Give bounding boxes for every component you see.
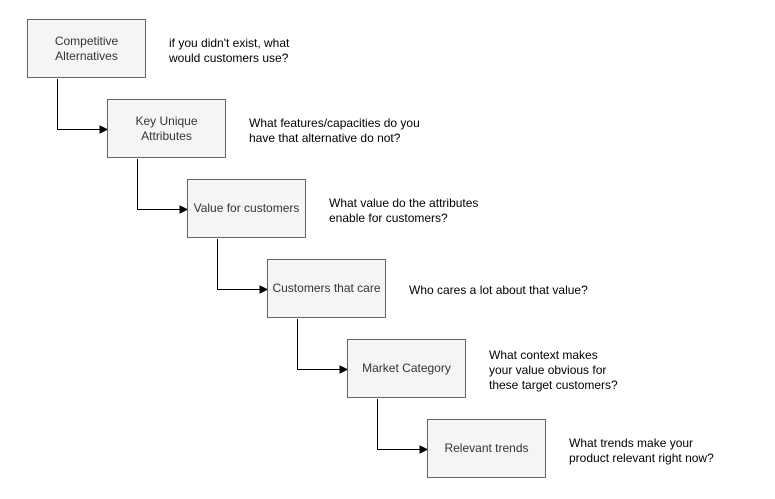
step-label: Key Unique Attributes — [135, 113, 198, 143]
step-question-key-unique-attributes: What features/capacities do you have tha… — [249, 116, 420, 145]
step-label: Relevant trends — [444, 441, 529, 455]
arrowhead-2-to-3 — [179, 205, 189, 214]
step-box-key-unique-attributes[interactable]: Key Unique Attributes — [107, 99, 226, 158]
step-question-competitive-alternatives: if you didn't exist, what would customer… — [169, 36, 290, 65]
step-question-value-for-customers: What value do the attributes enable for … — [329, 196, 479, 225]
step-label: Market Category — [362, 361, 451, 375]
connector-5-to-6 — [377, 399, 420, 450]
connector-4-to-5 — [297, 319, 340, 370]
step-label: Competitive Alternatives — [54, 33, 119, 63]
step-box-customers-that-care[interactable]: Customers that care — [267, 259, 386, 318]
connector-2-to-3 — [137, 159, 180, 210]
connector-1-to-2 — [57, 79, 100, 130]
step-box-value-for-customers[interactable]: Value for customers — [187, 179, 306, 238]
step-label: Value for customers — [193, 201, 300, 215]
step-box-market-category[interactable]: Market Category — [347, 339, 466, 398]
step-question-customers-that-care: Who cares a lot about that value? — [409, 283, 588, 297]
arrowhead-5-to-6 — [419, 445, 429, 454]
step-label: Customers that care — [272, 281, 381, 295]
step-question-relevant-trends: What trends make your product relevant r… — [569, 436, 714, 465]
step-question-market-category: What context makes your value obvious fo… — [489, 348, 618, 392]
connector-3-to-4 — [217, 239, 260, 290]
step-box-relevant-trends[interactable]: Relevant trends — [427, 419, 546, 478]
step-box-competitive-alternatives[interactable]: Competitive Alternatives — [27, 19, 146, 78]
arrowhead-1-to-2 — [99, 125, 109, 134]
arrowhead-4-to-5 — [339, 365, 349, 374]
arrowhead-3-to-4 — [259, 285, 269, 294]
